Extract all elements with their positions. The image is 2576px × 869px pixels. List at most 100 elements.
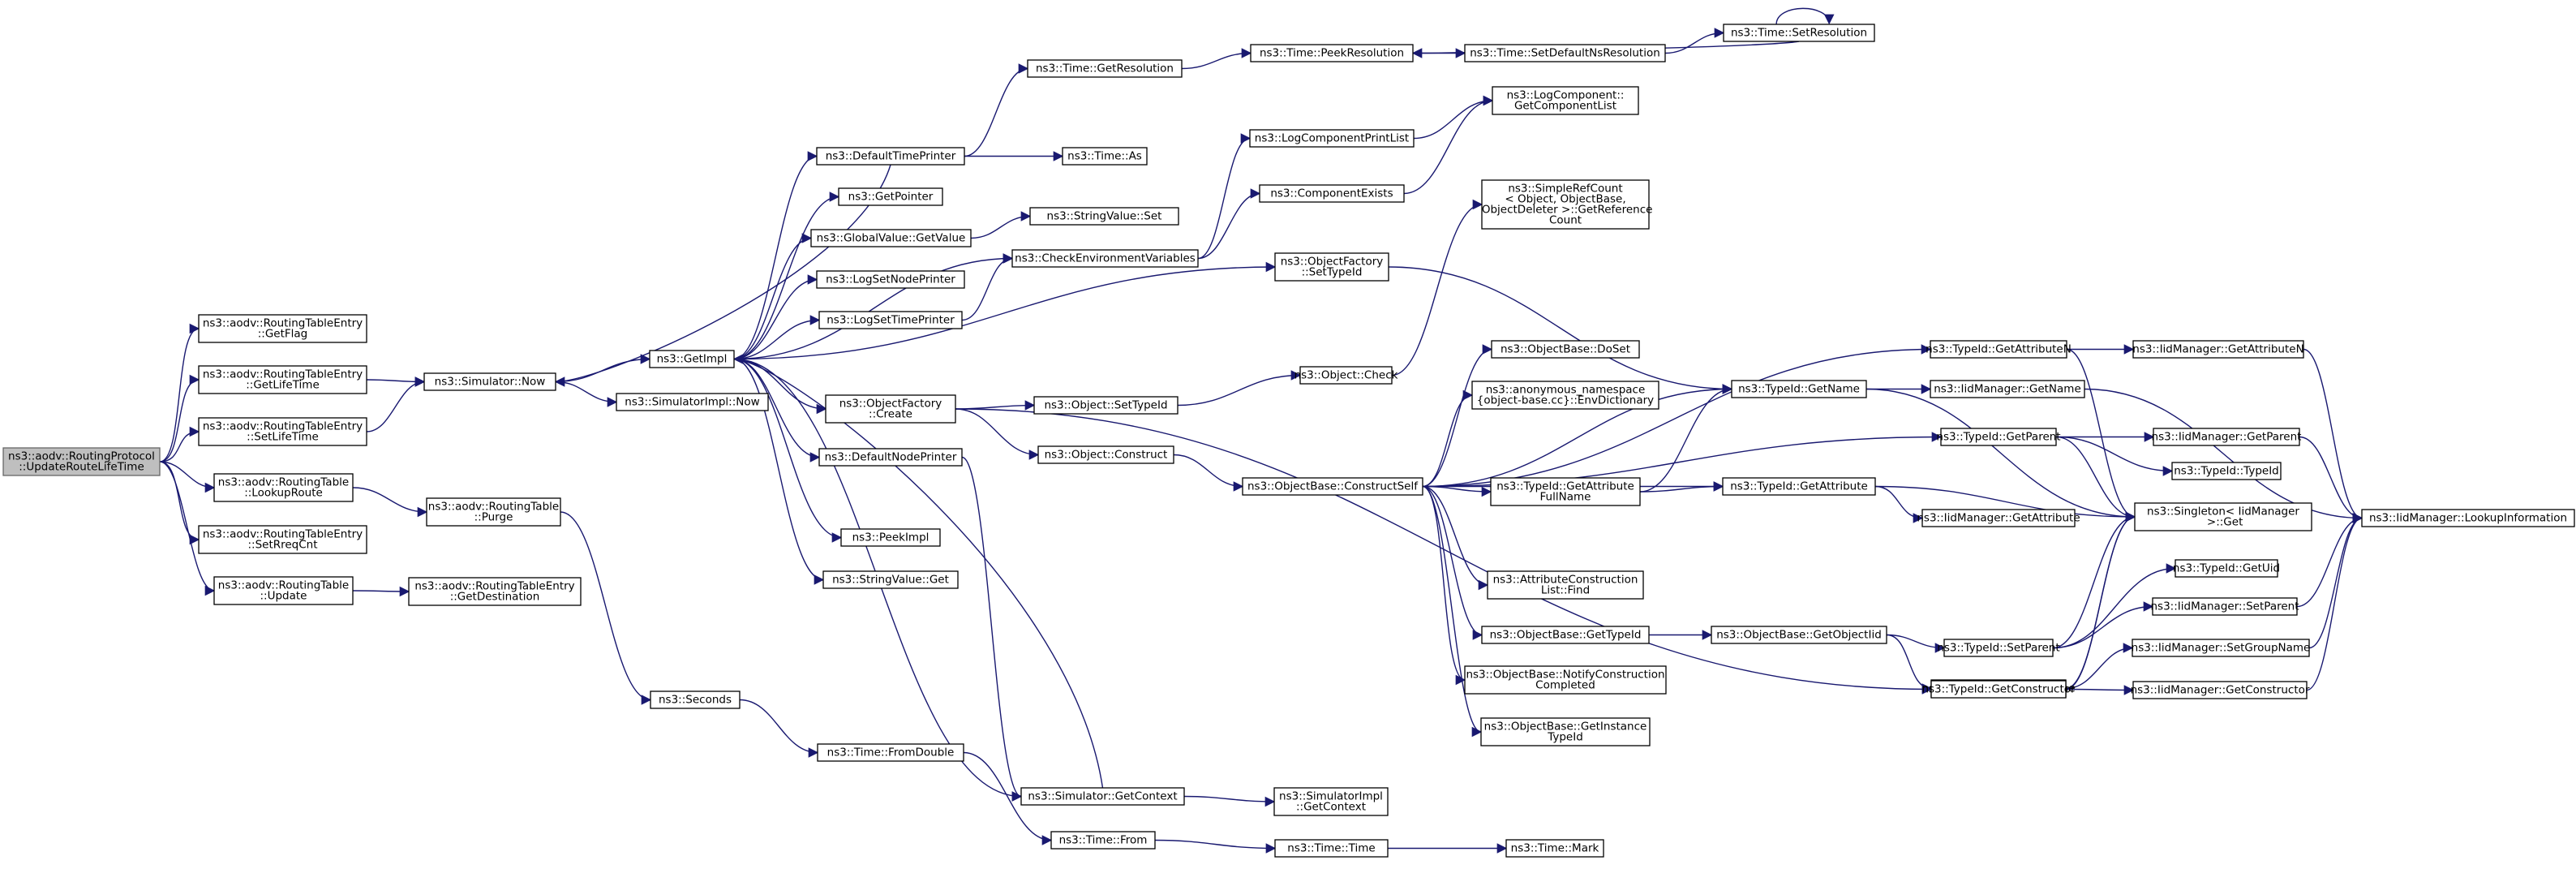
node-type-id-get-attribute[interactable]: ns3::TypeId::GetAttribute xyxy=(1722,477,1876,496)
node-rte-get-flag[interactable]: ns3::aodv::RoutingTableEntry::GetFlag xyxy=(198,314,367,343)
edge-simulator_get_context-to-simulator_impl_get_context xyxy=(1183,795,1276,807)
node-box xyxy=(1492,86,1639,115)
node-iid-manager-set-group-name[interactable]: ns3::IidManager::SetGroupName xyxy=(2132,639,2311,657)
node-object-set-type-id[interactable]: ns3::Object::SetTypeId xyxy=(1033,396,1179,415)
node-type-id-get-parent[interactable]: ns3::TypeId::GetParent xyxy=(1936,428,2061,446)
node-label: ns3::Object::Construct xyxy=(1045,449,1168,462)
node-label: ns3::aodv::RoutingTable::Purge xyxy=(428,501,559,524)
node-box xyxy=(816,147,965,166)
node-iid-manager-lookup-information[interactable]: ns3::IidManager::LookupInformation xyxy=(2361,509,2575,527)
node-label: ns3::SimulatorImpl::Now xyxy=(625,396,759,409)
node-object-base-do-set[interactable]: ns3::ObjectBase::DoSet xyxy=(1491,340,1640,359)
node-global-value-get-value[interactable]: ns3::GlobalValue::GetValue xyxy=(810,229,972,247)
node-default-node-printer[interactable]: ns3::DefaultNodePrinter xyxy=(818,448,963,467)
node-box xyxy=(1722,477,1876,496)
node-box xyxy=(818,448,963,467)
node-rte-get-life-time[interactable]: ns3::aodv::RoutingTableEntry::GetLifeTim… xyxy=(198,365,367,394)
node-default-time-printer[interactable]: ns3::DefaultTimePrinter xyxy=(816,147,965,166)
node-time-peek-resolution[interactable]: ns3::Time::PeekResolution xyxy=(1250,44,1414,62)
node-object-base-construct-self[interactable]: ns3::ObjectBase::ConstructSelf xyxy=(1242,477,1423,496)
node-box xyxy=(1011,249,1199,268)
node-anonymous-env-dictionary[interactable]: ns3::anonymous_namespace{object-base.cc}… xyxy=(1471,381,1659,410)
node-rt-lookup-route[interactable]: ns3::aodv::RoutingTable::LookupRoute xyxy=(213,473,354,502)
node-iid-manager-get-constructor[interactable]: ns3::IidManager::GetConstructor xyxy=(2131,681,2310,699)
edge-update_route_life_time-to-rt_lookup_route xyxy=(159,461,216,493)
node-simulator-get-context[interactable]: ns3::Simulator::GetContext xyxy=(1020,787,1185,806)
node-component-exists[interactable]: ns3::ComponentExists xyxy=(1259,184,1405,203)
node-box xyxy=(1930,340,2067,359)
node-type-id-set-parent[interactable]: ns3::TypeId::SetParent xyxy=(1937,639,2060,657)
node-rt-purge[interactable]: ns3::aodv::RoutingTable::Purge xyxy=(426,497,561,527)
node-type-id-get-attribute-n[interactable]: ns3::TypeId::GetAttributeN xyxy=(1926,340,2072,359)
node-label: ns3::TypeId::GetUid xyxy=(2173,562,2280,575)
node-object-base-get-object-iid[interactable]: ns3::ObjectBase::GetObjectIid xyxy=(1711,626,1887,644)
node-box xyxy=(198,365,367,394)
node-type-id-get-uid[interactable]: ns3::TypeId::GetUid xyxy=(2173,559,2280,578)
node-box xyxy=(2,447,161,476)
node-time-get-resolution[interactable]: ns3::Time::GetResolution xyxy=(1027,59,1183,78)
node-box xyxy=(1731,380,1867,398)
node-time-set-resolution[interactable]: ns3::Time::SetResolution xyxy=(1723,24,1875,42)
node-box xyxy=(213,473,354,502)
node-time-mark[interactable]: ns3::Time::Mark xyxy=(1505,839,1604,858)
node-check-environment-variables[interactable]: ns3::CheckEnvironmentVariables xyxy=(1011,249,1199,268)
node-label: ns3::aodv::RoutingProtocol::UpdateRouteL… xyxy=(8,450,155,474)
node-singleton-iid-manager-get[interactable]: ns3::Singleton< IidManager >::Get xyxy=(2134,502,2312,531)
node-type-id-get-name[interactable]: ns3::TypeId::GetName xyxy=(1731,380,1867,398)
node-get-impl[interactable]: ns3::GetImpl xyxy=(649,350,735,368)
edge-get_impl-to-check_environment_variables xyxy=(733,253,1014,360)
node-time-from[interactable]: ns3::Time::From xyxy=(1050,831,1156,850)
node-string-value-set[interactable]: ns3::StringValue::Set xyxy=(1029,207,1179,226)
edge-get_impl-to-get_pointer xyxy=(733,191,840,360)
node-rte-set-life-time[interactable]: ns3::aodv::RoutingTableEntry::SetLifeTim… xyxy=(198,417,367,446)
node-rte-get-destination[interactable]: ns3::aodv::RoutingTableEntry::GetDestina… xyxy=(408,577,582,606)
node-simulator-now[interactable]: ns3::Simulator::Now xyxy=(423,372,556,391)
node-object-construct[interactable]: ns3::Object::Construct xyxy=(1037,445,1174,464)
node-box xyxy=(1274,252,1389,282)
node-box xyxy=(1037,445,1174,464)
node-object-base-get-type-id[interactable]: ns3::ObjectBase::GetTypeId xyxy=(1481,626,1650,644)
node-time-time[interactable]: ns3::Time::Time xyxy=(1274,839,1389,858)
node-box xyxy=(1481,179,1650,230)
node-log-set-time-printer[interactable]: ns3::LogSetTimePrinter xyxy=(818,311,963,329)
node-update-route-life-time[interactable]: ns3::aodv::RoutingProtocol::UpdateRouteL… xyxy=(2,447,161,476)
node-type-id-get-constructor[interactable]: ns3::TypeId::GetConstructor xyxy=(1921,680,2076,699)
node-simulator-impl-now[interactable]: ns3::SimulatorImpl::Now xyxy=(616,393,769,411)
node-label: ns3::LogComponentPrintList xyxy=(1255,132,1409,145)
node-box xyxy=(1033,396,1179,415)
node-iid-manager-get-attribute[interactable]: ns3::IidManager::GetAttribute xyxy=(1917,509,2080,527)
node-box xyxy=(840,528,941,547)
node-object-check[interactable]: ns3::Object::Check xyxy=(1294,366,1398,385)
node-type-id-type-id[interactable]: ns3::TypeId::TypeId xyxy=(2171,462,2282,480)
node-peek-impl[interactable]: ns3::PeekImpl xyxy=(840,528,941,547)
node-log-set-node-printer[interactable]: ns3::LogSetNodePrinter xyxy=(816,270,965,289)
node-iid-manager-set-parent[interactable]: ns3::IidManager::SetParent xyxy=(2151,597,2299,616)
node-iid-manager-get-name[interactable]: ns3::IidManager::GetName xyxy=(1930,380,2085,398)
node-object-factory-create[interactable]: ns3::ObjectFactory::Create xyxy=(825,394,956,424)
edge-component_exists-to-log_component_get_component_list xyxy=(1403,95,1494,195)
node-iid-manager-get-parent[interactable]: ns3::IidManager::GetParent xyxy=(2152,428,2302,446)
node-log-component-get-component-list[interactable]: ns3::LogComponent::GetComponentList xyxy=(1492,86,1639,115)
node-rte-set-rreq-cnt[interactable]: ns3::aodv::RoutingTableEntry::SetRreqCnt xyxy=(198,525,367,554)
node-box xyxy=(1029,207,1179,226)
edge-object_base_construct_self-to-attribute_construction_list_find xyxy=(1422,485,1489,591)
node-string-value-get[interactable]: ns3::StringValue::Get xyxy=(822,570,959,589)
node-simulator-impl-get-context[interactable]: ns3::SimulatorImpl::GetContext xyxy=(1273,787,1389,816)
node-time-as[interactable]: ns3::Time::As xyxy=(1062,147,1148,166)
node-time-from-double[interactable]: ns3::Time::FromDouble xyxy=(817,743,964,762)
node-iid-manager-get-attribute-n[interactable]: ns3::IidManager::GetAttributeN xyxy=(2132,340,2304,359)
node-rt-update[interactable]: ns3::aodv::RoutingTable::Update xyxy=(213,576,354,605)
node-get-pointer[interactable]: ns3::GetPointer xyxy=(838,187,943,206)
node-object-factory-set-type-id[interactable]: ns3::ObjectFactory::SetTypeId xyxy=(1274,252,1389,282)
node-log-component-print-list[interactable]: ns3::LogComponentPrintList xyxy=(1249,129,1415,148)
node-seconds[interactable]: ns3::Seconds xyxy=(650,690,741,709)
edge-type_id_get_attribute-to-singleton_iid_manager_get xyxy=(1874,485,2136,523)
node-label: ns3::Object::SetTypeId xyxy=(1044,399,1167,412)
node-simple-ref-count-get-reference-count[interactable]: ns3::SimpleRefCount< Object, ObjectBase,… xyxy=(1479,179,1653,230)
node-time-set-default-ns-resolution[interactable]: ns3::Time::SetDefaultNsResolution xyxy=(1464,44,1666,62)
